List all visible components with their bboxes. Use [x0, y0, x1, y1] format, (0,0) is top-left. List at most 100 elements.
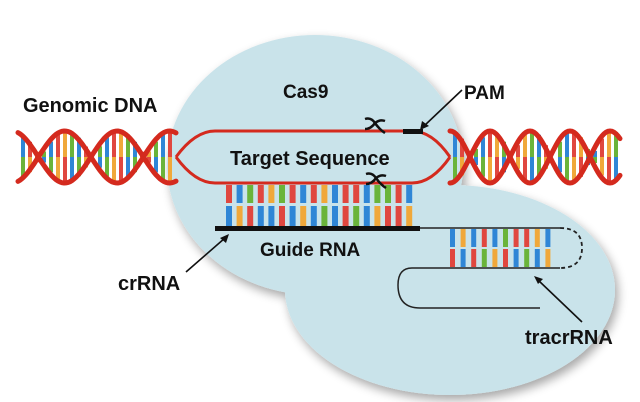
- base-pair: [572, 157, 576, 183]
- base-pair: [154, 157, 158, 173]
- base-pair: [530, 157, 534, 183]
- base-pair: [112, 132, 116, 157]
- base-pair: [161, 157, 165, 180]
- base-pair: [481, 137, 485, 157]
- base-pair: [450, 229, 455, 247]
- base-pair: [460, 138, 464, 157]
- base-pair: [363, 185, 370, 203]
- base-pair: [406, 206, 413, 226]
- base-pair: [98, 157, 102, 168]
- base-pair: [374, 206, 381, 226]
- base-pair: [545, 249, 551, 267]
- base-pair: [450, 249, 455, 267]
- tracrrna-label: tracrRNA: [525, 327, 613, 349]
- base-pair: [363, 206, 370, 226]
- base-pair: [481, 157, 485, 177]
- base-pair: [321, 185, 328, 203]
- pam-segment: [403, 129, 423, 134]
- base-pair: [495, 157, 499, 182]
- dna-bottom-strand: [174, 156, 452, 185]
- base-pair: [168, 131, 172, 157]
- base-pair: [523, 134, 527, 157]
- base-pair: [98, 146, 102, 157]
- base-pair: [342, 185, 349, 203]
- base-pair: [453, 157, 457, 183]
- base-pair: [126, 157, 130, 180]
- base-pair: [524, 229, 530, 247]
- base-pair: [49, 157, 53, 173]
- base-pair: [488, 131, 492, 157]
- base-pair: [406, 185, 413, 203]
- genomic-dna-helix-right: [447, 128, 623, 186]
- base-pair: [279, 206, 285, 226]
- base-pair: [492, 249, 498, 267]
- base-pair: [565, 132, 569, 157]
- base-pair: [558, 157, 562, 173]
- scissors-icon: [364, 117, 386, 135]
- base-pair: [28, 141, 32, 157]
- base-pair: [226, 206, 232, 226]
- base-pair: [530, 131, 534, 157]
- dna-backbone: [15, 128, 179, 186]
- base-pair: [353, 206, 360, 226]
- base-pair: [105, 137, 109, 157]
- base-pair: [257, 185, 264, 203]
- base-pair: [247, 206, 254, 226]
- base-pair: [247, 185, 254, 203]
- base-pair: [268, 185, 275, 203]
- base-pair: [226, 185, 232, 203]
- target-base-pairs: [226, 185, 413, 226]
- base-pair: [460, 249, 466, 267]
- base-pair: [119, 131, 123, 157]
- base-pair: [537, 157, 541, 180]
- base-pair: [513, 249, 519, 267]
- base-pair: [332, 185, 338, 203]
- base-pair: [300, 185, 307, 203]
- base-pair: [516, 157, 520, 169]
- base-pair: [147, 157, 151, 163]
- tracrrna-base-pairs: [450, 229, 551, 267]
- base-pair: [495, 132, 499, 157]
- base-pair: [600, 157, 604, 176]
- base-pair: [63, 131, 67, 157]
- cas9-label: Cas9: [283, 82, 328, 103]
- base-pair: [474, 148, 478, 157]
- pam-arrow: [420, 89, 463, 130]
- base-pair: [385, 206, 391, 226]
- base-pair: [488, 157, 492, 183]
- base-pair: [513, 229, 519, 247]
- base-pair: [471, 249, 477, 267]
- genomic-dna-helix-left: [15, 128, 179, 186]
- base-pair: [279, 185, 285, 203]
- base-pair: [600, 138, 604, 157]
- base-pair: [300, 206, 307, 226]
- crrna-label: crRNA: [118, 273, 180, 295]
- base-pair: [474, 157, 478, 166]
- base-pair: [503, 249, 508, 267]
- guide-rna-strand: [215, 226, 420, 231]
- base-pair: [534, 249, 540, 267]
- base-pair: [545, 229, 551, 247]
- base-pair: [236, 185, 243, 203]
- base-pair: [385, 185, 391, 203]
- base-pair: [28, 157, 32, 173]
- base-pair: [161, 134, 165, 157]
- tracrrna-loop-dashed: [559, 227, 583, 269]
- dna-backbone: [447, 128, 623, 186]
- base-pair: [503, 229, 508, 247]
- base-pair: [537, 134, 541, 157]
- base-pair: [374, 185, 381, 203]
- base-pair: [460, 229, 466, 247]
- base-pair: [268, 206, 275, 226]
- target-dna-loop: [174, 129, 452, 185]
- guide-rna-label: Guide RNA: [260, 240, 361, 261]
- base-pair: [524, 249, 530, 267]
- base-pair: [154, 141, 158, 157]
- base-pair: [133, 157, 137, 173]
- base-pair: [63, 157, 67, 183]
- base-pair: [321, 206, 328, 226]
- base-pair: [56, 134, 60, 157]
- base-pair: [119, 157, 123, 183]
- base-pair: [614, 157, 618, 182]
- base-pair: [565, 157, 569, 182]
